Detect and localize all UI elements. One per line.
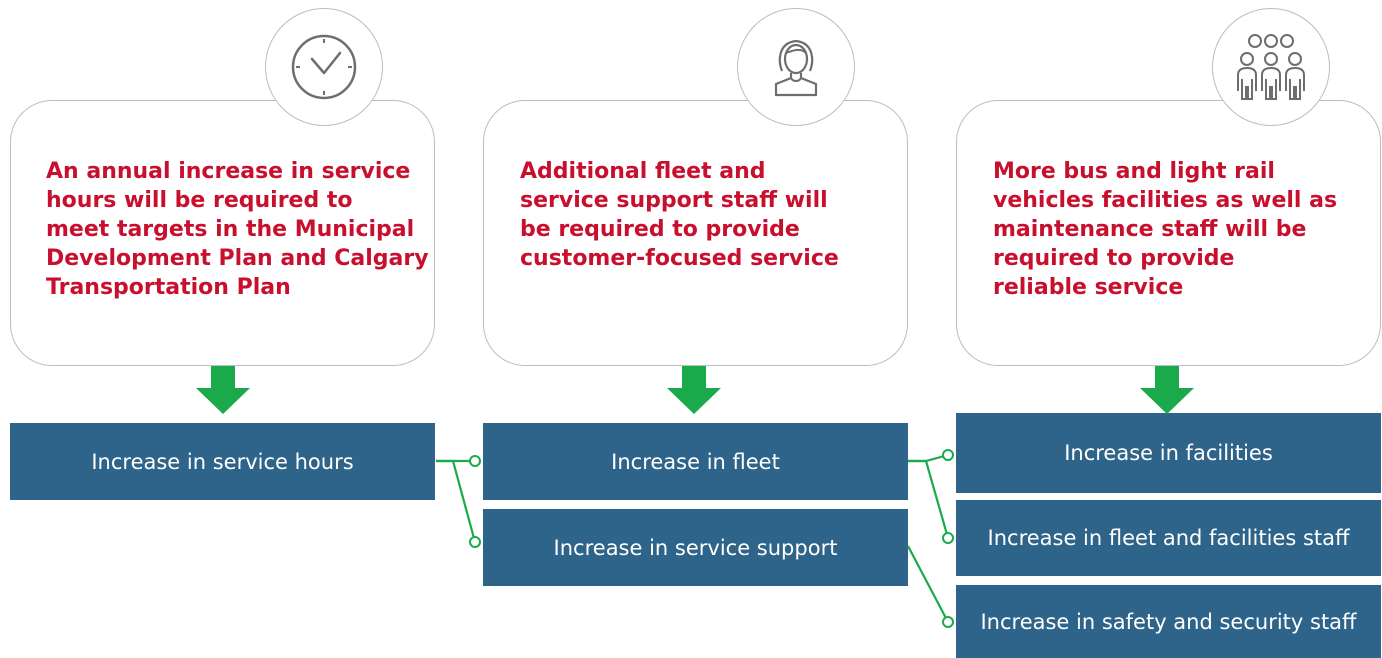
box-increase-in-safety-and-security-staff: Increase in safety and security staff — [956, 585, 1381, 658]
woman-icon — [774, 39, 818, 97]
box-increase-in-fleet: Increase in fleet — [483, 423, 908, 500]
requirement-card-service-hours — [10, 100, 435, 366]
group-of-people-icon — [1237, 34, 1305, 100]
connector-node — [469, 455, 481, 467]
box-increase-in-service-hours: Increase in service hours — [10, 423, 435, 500]
connector-node — [942, 449, 954, 461]
box-increase-in-facilities: Increase in facilities — [956, 413, 1381, 493]
box-increase-in-fleet-and-facilities-staff: Increase in fleet and facilities staff — [956, 500, 1381, 576]
requirement-text-service-hours: An annual increase in service hours will… — [46, 159, 429, 300]
clock-icon — [291, 34, 357, 100]
down-arrow-icon — [667, 366, 721, 414]
connector-line — [908, 459, 950, 539]
requirement-text-vehicles-facilities: More bus and light rail vehicles facilit… — [993, 159, 1338, 300]
down-arrow-icon — [1140, 366, 1194, 414]
connector-line — [436, 459, 477, 543]
connector-node — [942, 616, 954, 628]
woman-icon-circle — [737, 8, 855, 126]
down-arrow-icon — [196, 366, 250, 414]
requirement-card-fleet-support — [483, 100, 908, 366]
connector-node — [942, 532, 954, 544]
box-increase-in-service-support: Increase in service support — [483, 509, 908, 586]
connector-line — [907, 545, 949, 623]
connector-node — [469, 536, 481, 548]
clock-icon-circle — [265, 8, 383, 126]
group-of-people-icon-circle — [1212, 8, 1330, 126]
requirement-card-vehicles-facilities — [956, 100, 1381, 366]
requirement-text-fleet-support: Additional fleet and service support sta… — [520, 159, 839, 271]
